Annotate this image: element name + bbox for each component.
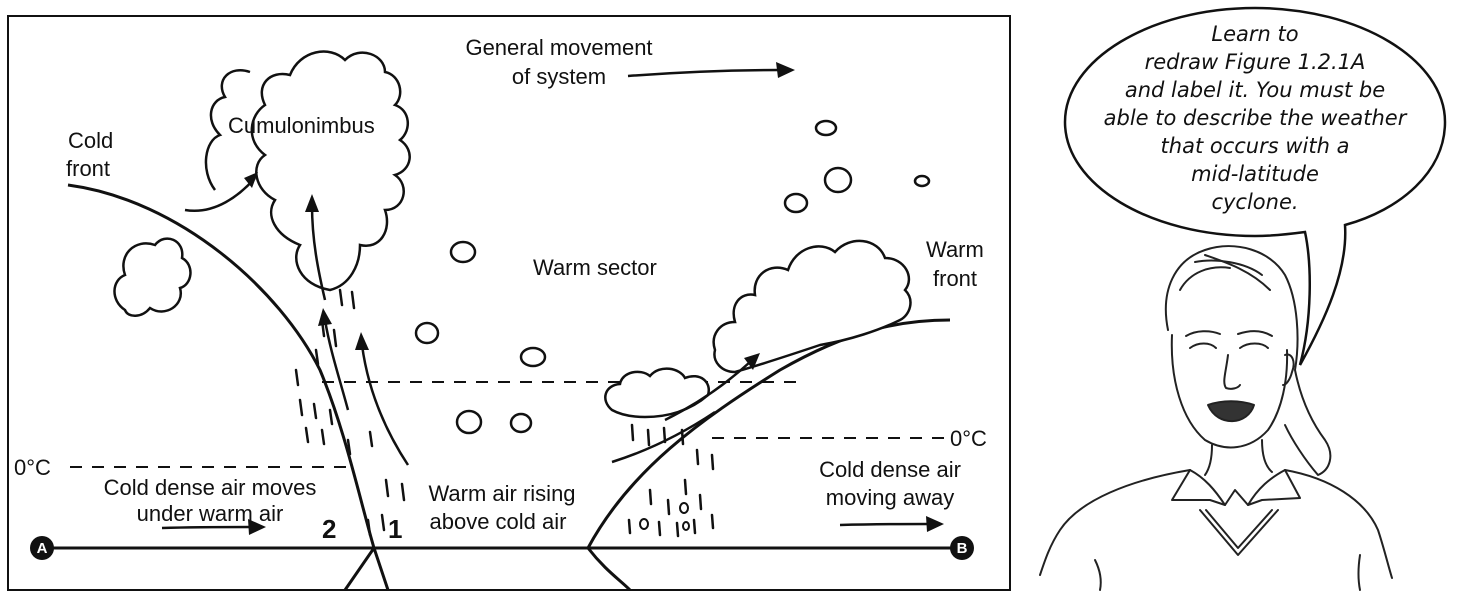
freezing-level-right-label: 0°C [950,426,987,451]
student-shoulders [1040,470,1190,575]
cold-air-under-label-line2: under warm air [137,501,284,526]
cold-air-away-label-line2: moving away [826,485,954,510]
point-a-label: A [37,540,48,557]
general-movement-label-line2: of system [512,64,606,89]
speech-line-4: able to describe the weather [1104,106,1408,130]
point-b-marker: B [950,536,974,560]
speech-line-6: mid-latitude [1191,162,1319,186]
student-nose [1224,355,1240,389]
speech-line-7: cyclone. [1211,190,1298,214]
warm-front-label-line2: front [933,266,977,291]
speech-line-1: Learn to [1211,22,1298,46]
point-b-label: B [957,540,968,557]
cumulonimbus-label: Cumulonimbus [228,113,375,138]
general-movement-label-line1: General movement [465,35,652,60]
warm-sector-label: Warm sector [533,255,657,280]
student-eye-right [1240,344,1268,349]
marker-2-label: 2 [322,514,336,544]
student-illustration [1040,246,1392,590]
cold-air-under-label-line1: Cold dense air moves [104,475,317,500]
speech-line-2: redraw Figure 1.2.1A [1145,50,1366,74]
point-a-marker: A [30,536,54,560]
speech-line-3: and label it. You must be [1125,78,1385,102]
student-mouth [1208,401,1254,421]
warm-air-rising-label-line2: above cold air [430,509,567,534]
marker-1-label: 1 [388,514,402,544]
freezing-level-left-label: 0°C [14,455,51,480]
student-face [1172,335,1287,447]
cold-front-label-line2: front [66,156,110,181]
student-hair [1166,246,1330,475]
warm-air-rising-label-line1: Warm air rising [428,481,575,506]
cold-front-label-line1: Cold [68,128,113,153]
warm-front-label-line1: Warm [926,237,984,262]
cold-air-away-label-line1: Cold dense air [819,457,961,482]
speech-line-5: that occurs with a [1161,134,1350,158]
student-eye-left [1190,344,1216,349]
student-neck [1205,445,1212,475]
